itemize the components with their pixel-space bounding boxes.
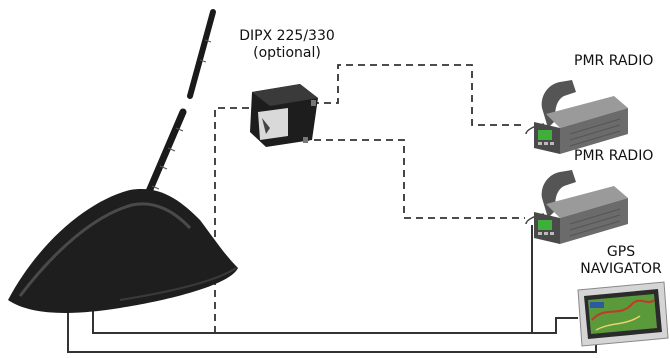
gps-navigator-icon bbox=[577, 281, 669, 347]
cable-antenna-to-gps-inner bbox=[92, 300, 578, 334]
dipx-splitter-icon bbox=[250, 84, 318, 147]
dipx-label-line2: (optional) bbox=[253, 45, 321, 61]
pmr-radio-2-label: PMR RADIO bbox=[574, 148, 654, 164]
dipx-label-line1: DIPX 225/330 bbox=[239, 28, 335, 44]
gps-label-line2: NAVIGATOR bbox=[580, 261, 662, 277]
gps-label-line1: GPS bbox=[606, 244, 636, 260]
dashed-dipx-to-radio1 bbox=[312, 64, 523, 126]
pmr-radio-1-label: PMR RADIO bbox=[574, 53, 654, 69]
antenna-icon bbox=[8, 9, 238, 313]
dashed-antenna-to-dipx bbox=[214, 107, 255, 333]
dipx-label: DIPX 225/330 (optional) bbox=[222, 28, 352, 62]
pmr-radio-icon bbox=[525, 80, 628, 154]
pmr-radio-icon bbox=[525, 170, 628, 244]
gps-navigator-label: GPS NAVIGATOR bbox=[576, 244, 666, 278]
dashed-dipx-to-radio2 bbox=[302, 139, 525, 219]
